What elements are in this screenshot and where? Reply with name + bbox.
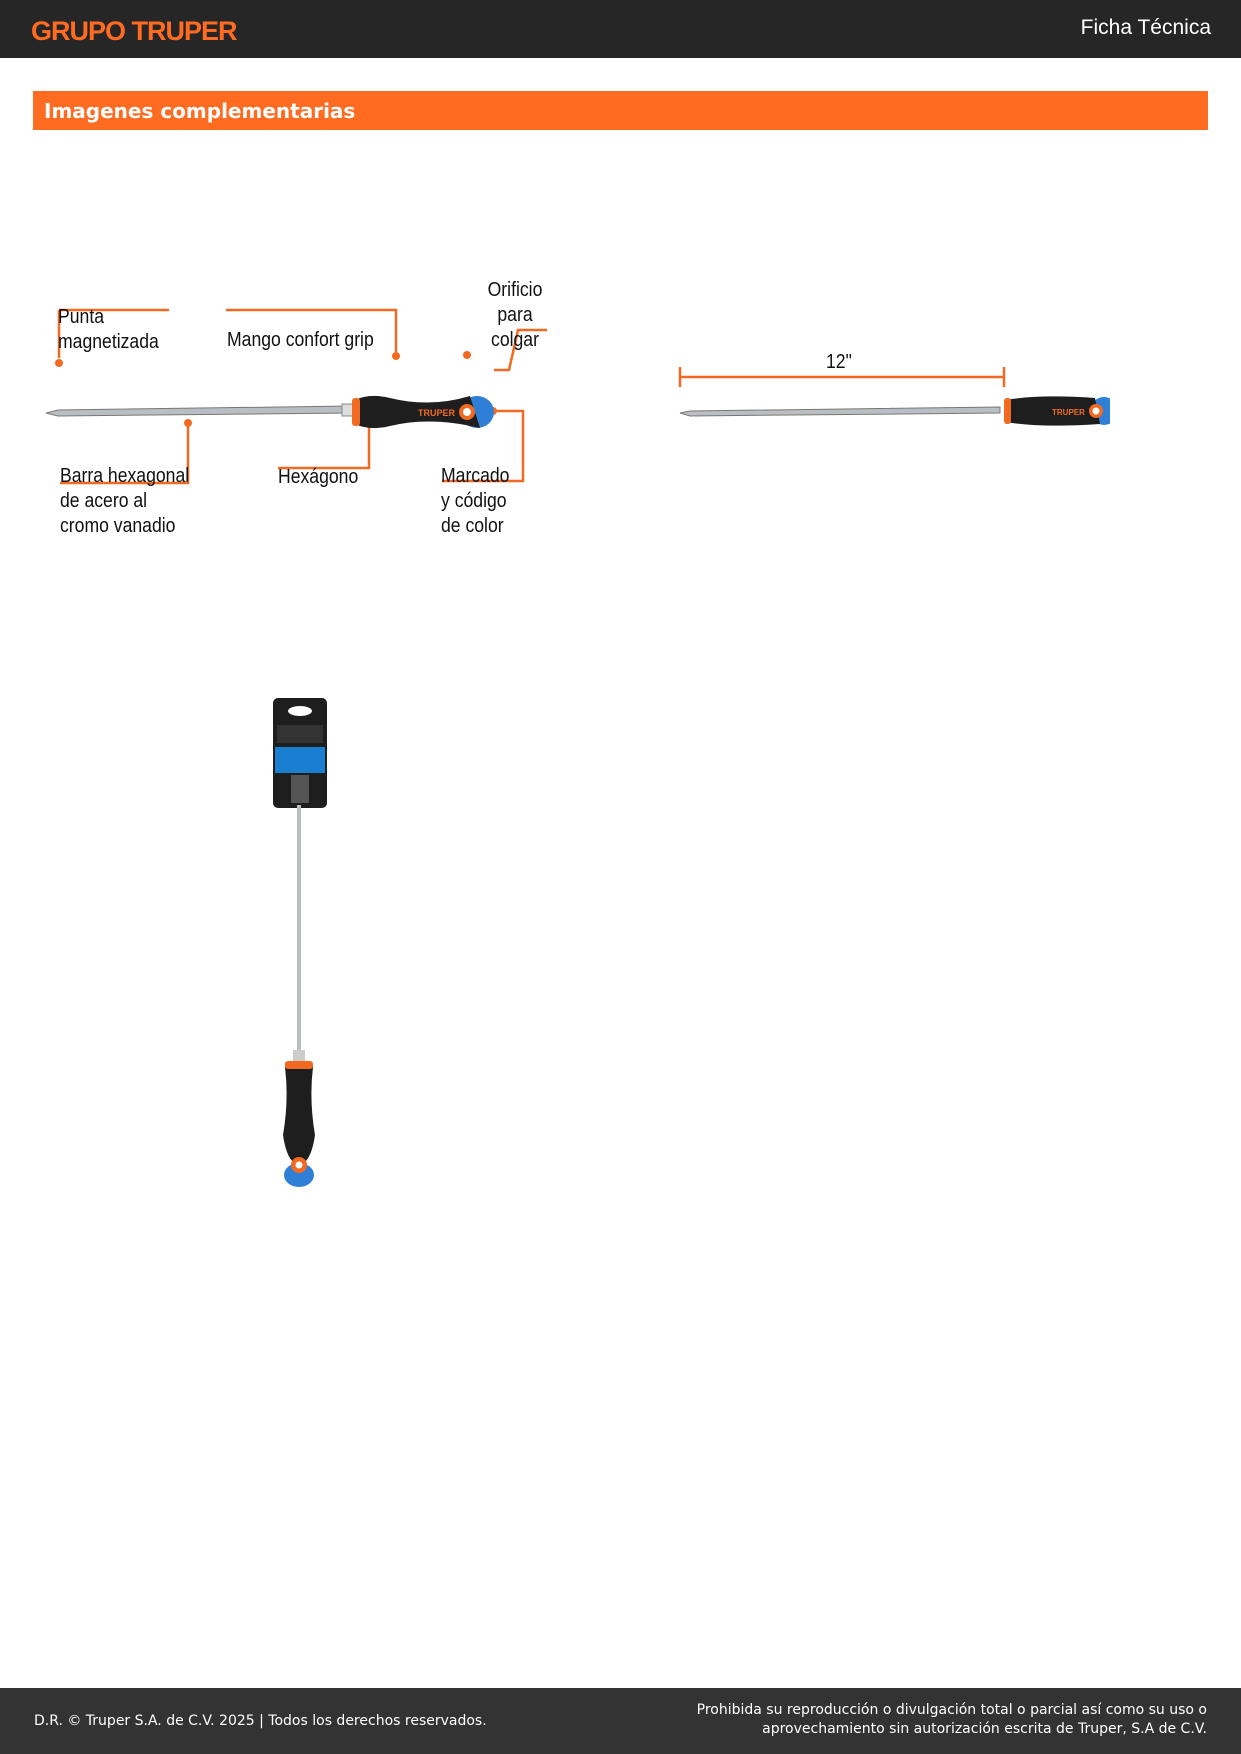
legal-notice: Prohibida su reproducción o divulgación … [697,1701,1207,1739]
annotated-screwdriver-image: TRUPER [45,308,547,485]
copyright: D.R. © Truper S.A. de C.V. 2025 | Todos … [34,1713,487,1729]
footer: D.R. © Truper S.A. de C.V. 2025 | Todos … [0,1688,1241,1754]
header: GRUPO TRUPER Ficha Técnica [0,0,1241,58]
label-hole: Orificio para colgar [487,279,543,351]
section-title: Imagenes complementarias [44,99,356,123]
label-marking: Marcado y código de color [441,465,510,537]
dimension-screwdriver-image: TRUPER [678,367,1110,426]
label-bar: Barra hexagonal de acero al cromo vanadi… [60,465,190,537]
label-handle: Mango confort grip [227,329,374,351]
label-hex: Hexágono [278,466,359,488]
packaged-screwdriver-image [273,698,327,1187]
handle-brand: TRUPER [418,408,456,418]
section-header: Imagenes complementarias [33,91,1208,130]
document-type: Ficha Técnica [1080,16,1211,39]
dimension-length: 12" [826,351,852,373]
legal-notice-line-2: aprovechamiento sin autorización escrita… [762,1721,1207,1737]
brand-logo: GRUPO TRUPER [31,16,238,46]
legal-notice-line-1: Prohibida su reproducción o divulgación … [696,1702,1207,1718]
handle-brand: TRUPER [1052,408,1085,417]
label-tip: Punta magnetizada [58,306,159,353]
